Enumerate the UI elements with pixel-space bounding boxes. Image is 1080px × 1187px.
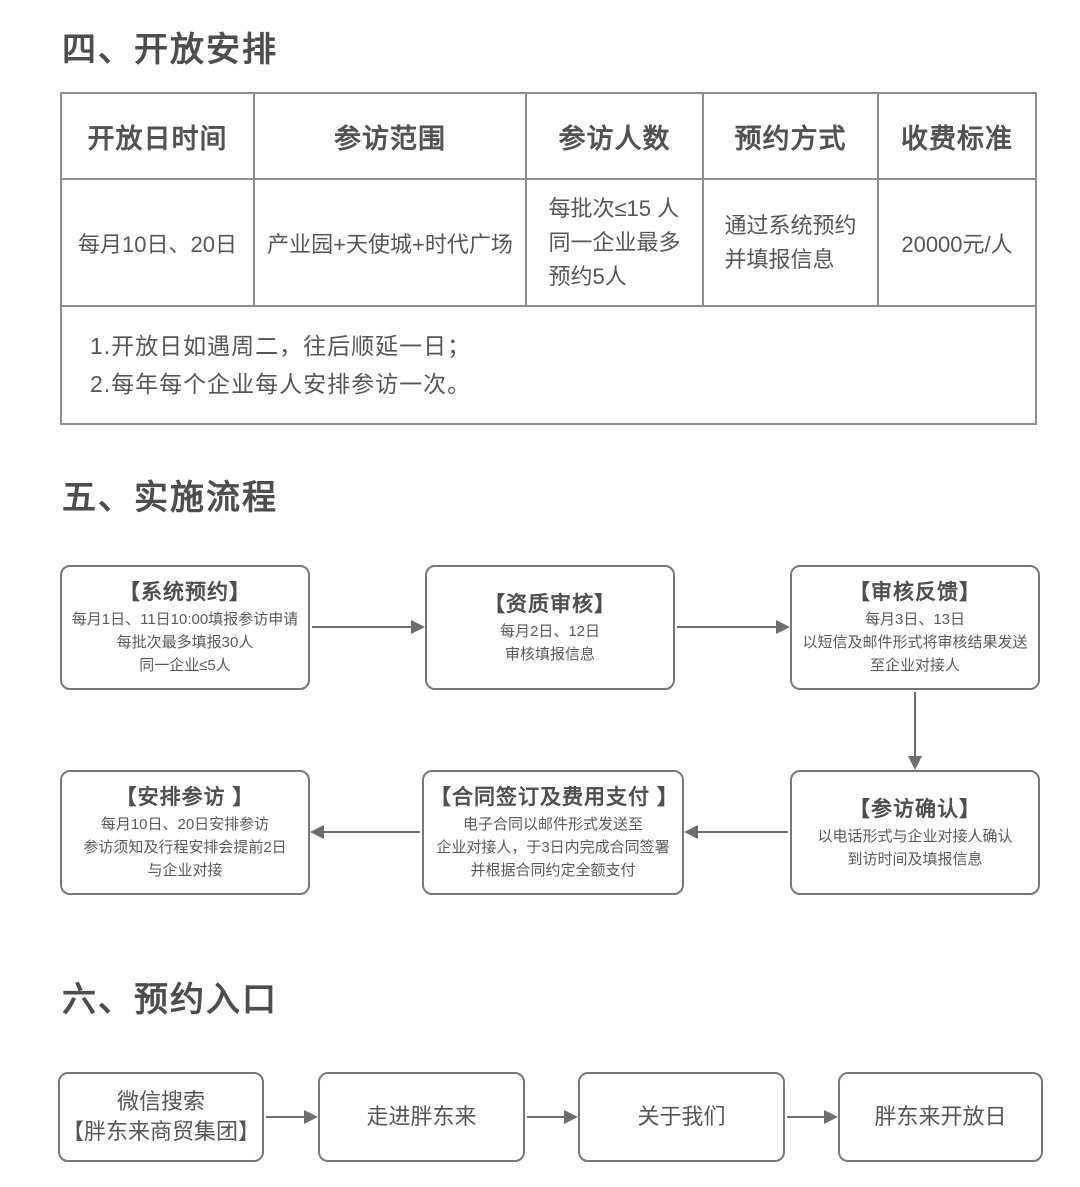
flow-step-visit-confirmation: 【参访确认】 以电话形式与企业对接人确认 到访时间及填报信息	[790, 770, 1040, 895]
arrow-head	[776, 620, 790, 634]
arrow-head	[411, 620, 425, 634]
flow-step-title: 【参访确认】	[849, 797, 981, 821]
flow-step-line: 每批次最多填报30人	[116, 634, 254, 651]
arrow-right-icon	[677, 620, 790, 634]
arrow-head	[564, 1110, 578, 1124]
flow-step-title: 【合同签订及费用支付 】	[430, 786, 679, 809]
note-line-1: 1.开放日如遇周二，往后顺延一日；	[90, 333, 472, 359]
cell-scope: 产业园+天使城+时代广场	[253, 178, 527, 307]
arrow-right-icon	[787, 1110, 838, 1124]
section-booking-entry-title: 六、预约入口	[62, 981, 278, 1019]
arrow-head	[824, 1110, 838, 1124]
arrow-head	[908, 756, 922, 770]
entry-step-line: 胖东来开放日	[874, 1104, 1007, 1129]
booking-method-lines: 通过系统预约 并填报信息	[724, 209, 856, 277]
arrow-left-icon	[310, 825, 420, 839]
flow-step-line: 并根据合同约定全额支付	[470, 862, 636, 879]
flow-step-line: 企业对接人，于3日内完成合同签署	[436, 839, 670, 856]
table-notes-row: 1.开放日如遇周二，往后顺延一日； 2.每年每个企业每人安排参访一次。	[60, 305, 1037, 425]
flow-step-line: 至企业对接人	[869, 657, 960, 674]
flow-step-line: 每月10日、20日安排参访	[100, 816, 270, 833]
visitor-count-lines: 每批次≤15 人 同一企业最多 预约5人	[548, 192, 680, 294]
arrow-right-icon	[312, 620, 425, 634]
arrow-down-icon	[908, 692, 922, 770]
flow-step-title: 【安排参访 】	[115, 786, 255, 809]
entry-step-line: 微信搜索	[116, 1089, 205, 1114]
section-process-title: 五、实施流程	[62, 479, 278, 517]
open-schedule-table: 开放日时间 参访范围 参访人数 预约方式 收费标准 每月10日、20日 产业园+…	[60, 92, 1037, 425]
flow-step-qualification-review: 【资质审核】 每月2日、12日 审核填报信息	[425, 565, 675, 690]
arrow-left-icon	[684, 825, 788, 839]
visitor-count-line-3: 预约5人	[548, 263, 627, 289]
booking-method-line-2: 并填报信息	[724, 246, 835, 272]
visitor-count-line-2: 同一企业最多	[548, 229, 681, 255]
flow-step-title: 【系统预约】	[119, 581, 251, 604]
flow-step-line: 每月3日、13日	[864, 611, 966, 628]
flow-step-line: 与企业对接	[147, 862, 223, 879]
cell-open-time: 每月10日、20日	[60, 178, 255, 307]
section-open-arrangement-title: 四、开放安排	[62, 31, 278, 69]
arrow-head	[310, 825, 324, 839]
visitor-count-line-1: 每批次≤15 人	[548, 195, 680, 221]
col-header-open-time: 开放日时间	[60, 92, 255, 180]
cell-booking-method: 通过系统预约 并填报信息	[702, 178, 879, 307]
arrow-head	[684, 825, 698, 839]
table-data-row: 每月10日、20日 产业园+天使城+时代广场 每批次≤15 人 同一企业最多 预…	[60, 178, 1037, 307]
arrow-right-icon	[266, 1110, 318, 1124]
flow-step-title: 【审核反馈】	[849, 581, 981, 604]
entry-step-wechat-search: 微信搜索 【胖东来商贸集团】	[58, 1072, 264, 1162]
flow-step-title: 【资质审核】	[484, 592, 616, 616]
booking-method-line-1: 通过系统预约	[724, 212, 857, 238]
flow-step-review-feedback: 【审核反馈】 每月3日、13日 以短信及邮件形式将审核结果发送 至企业对接人	[790, 565, 1040, 690]
flow-step-line: 每月1日、11日10:00填报参访申请	[71, 611, 299, 628]
col-header-visitors: 参访人数	[525, 92, 704, 180]
arrow-right-icon	[527, 1110, 578, 1124]
entry-step-line: 关于我们	[637, 1104, 726, 1129]
flow-step-system-booking: 【系统预约】 每月1日、11日10:00填报参访申请 每批次最多填报30人 同一…	[60, 565, 310, 690]
entry-step-line: 【胖东来商贸集团】	[61, 1119, 260, 1144]
notes-cell: 1.开放日如遇周二，往后顺延一日； 2.每年每个企业每人安排参访一次。	[60, 305, 1037, 425]
arrow-head	[304, 1110, 318, 1124]
flow-step-line: 以电话形式与企业对接人确认	[817, 827, 1013, 845]
cell-visitor-count: 每批次≤15 人 同一企业最多 预约5人	[525, 178, 704, 307]
col-header-fee: 收费标准	[877, 92, 1037, 180]
flow-step-line: 同一企业≤5人	[139, 657, 231, 674]
flow-step-line: 到访时间及填报信息	[847, 850, 983, 868]
flow-step-arrange-visit: 【安排参访 】 每月10日、20日安排参访 参访须知及行程安排会提前2日 与企业…	[60, 770, 310, 895]
entry-step-open-day: 胖东来开放日	[838, 1072, 1043, 1162]
entry-step-line: 走进胖东来	[366, 1104, 477, 1129]
flow-step-line: 参访须知及行程安排会提前2日	[83, 839, 287, 856]
note-line-2: 2.每年每个企业每人安排参访一次。	[90, 371, 472, 397]
col-header-booking: 预约方式	[702, 92, 879, 180]
flow-step-line: 以短信及邮件形式将审核结果发送	[802, 634, 1028, 651]
col-header-scope: 参访范围	[253, 92, 527, 180]
cell-fee: 20000元/人	[877, 178, 1037, 307]
flow-step-contract-and-payment: 【合同签订及费用支付 】 电子合同以邮件形式发送至 企业对接人，于3日内完成合同…	[422, 770, 684, 895]
flow-step-line: 每月2日、12日	[499, 622, 601, 640]
flow-step-line: 审核填报信息	[504, 645, 595, 663]
entry-step-about-us: 关于我们	[578, 1072, 785, 1162]
flow-step-line: 电子合同以邮件形式发送至	[462, 816, 643, 833]
entry-step-walk-into-pangdonglai: 走进胖东来	[318, 1072, 525, 1162]
table-header-row: 开放日时间 参访范围 参访人数 预约方式 收费标准	[60, 92, 1037, 180]
